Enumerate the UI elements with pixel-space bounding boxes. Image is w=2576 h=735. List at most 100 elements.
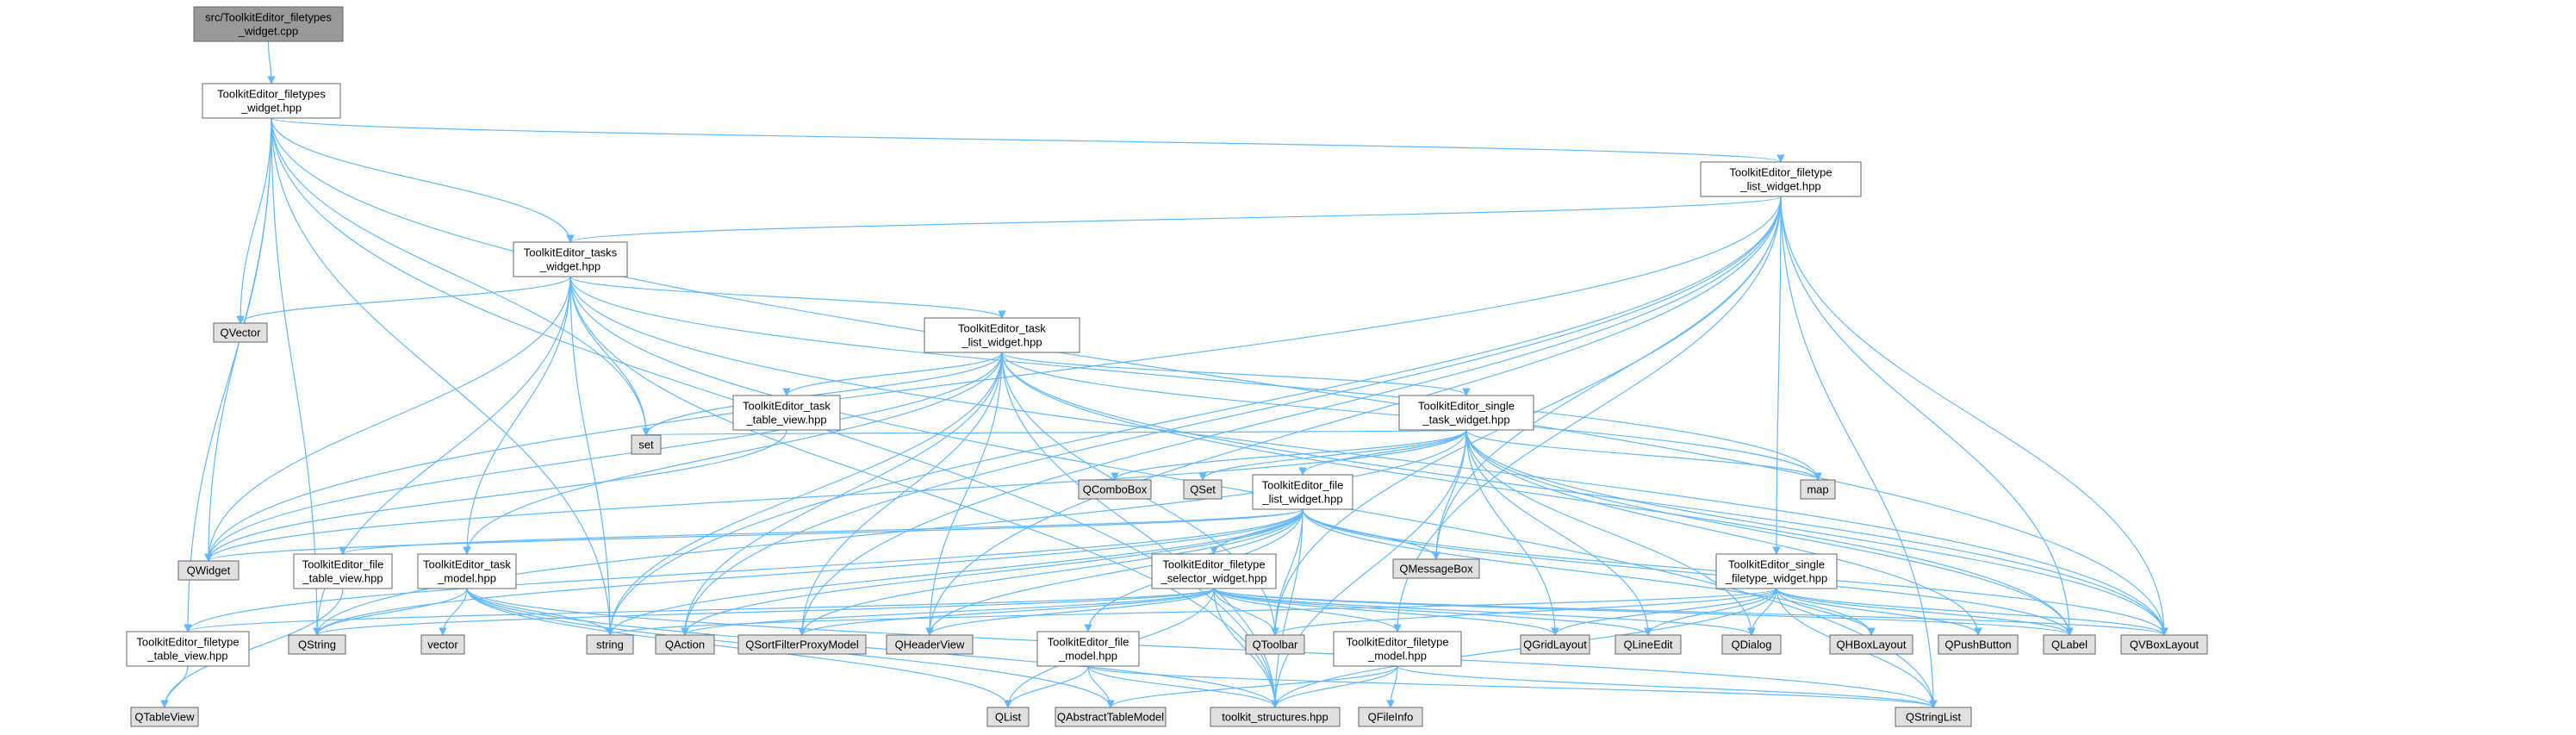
edge-n16-n34: [1213, 588, 2074, 636]
node-label-line: _filetype_widget.hpp: [1725, 572, 1828, 585]
node-toolkiteditor-filetype-selector-widget-hpp[interactable]: ToolkitEditor_filetype_selector_widget.h…: [1151, 553, 1277, 589]
edge-n3-n41: [569, 276, 1938, 708]
edge-n3-n39: [569, 276, 1279, 708]
node-toolkiteditor-file-model-hpp[interactable]: ToolkitEditor_file_model.hpp: [1036, 631, 1140, 667]
edge-n26-n37: [1004, 665, 1089, 708]
node-string[interactable]: string: [586, 634, 634, 655]
edge-n0-n1: [267, 40, 276, 84]
node-label-line: QFileInfo: [1368, 711, 1414, 724]
edge-n12-n17: [1302, 508, 1440, 560]
node-qtoolbar[interactable]: QToolbar: [1245, 634, 1305, 655]
node-box: [1715, 553, 1838, 589]
node-label-line: ToolkitEditor_task: [743, 400, 831, 413]
node-label-line: QLineEdit: [1623, 638, 1672, 651]
node-label-line: QMessageBox: [1399, 563, 1473, 576]
node-qaction[interactable]: QAction: [655, 634, 715, 655]
node-qsortfilterproxymodel[interactable]: QSortFilterProxyModel: [737, 634, 867, 655]
node-set[interactable]: set: [631, 434, 662, 455]
node-label-line: QComboBox: [1083, 483, 1148, 496]
node-qmessagebox[interactable]: QMessageBox: [1392, 558, 1480, 579]
edge-n12-n34: [1302, 508, 2074, 636]
node-label-line: ToolkitEditor_filetypes: [217, 88, 326, 101]
node-box: [1151, 553, 1277, 589]
node-box: [202, 83, 341, 119]
edge-n3-n8: [569, 276, 650, 436]
node-qstringlist[interactable]: QStringList: [1895, 707, 1972, 727]
node-qlineedit[interactable]: QLineEdit: [1615, 634, 1682, 655]
node-toolkiteditor-tasks-widget-hpp[interactable]: ToolkitEditor_tasks_widget.hpp: [513, 241, 628, 277]
node-box: [1829, 634, 1913, 655]
node-vector[interactable]: vector: [420, 634, 465, 655]
edge-n16-n39: [1213, 588, 1279, 708]
node-toolkiteditor-filetype-model-hpp[interactable]: ToolkitEditor_filetype_model.hpp: [1333, 631, 1462, 667]
edge-n16-n23: [681, 588, 1215, 636]
edge-n5-n13: [204, 352, 1003, 562]
node-box: [1055, 707, 1167, 727]
edge-n15-n22: [466, 588, 614, 636]
node-qtableview[interactable]: QTableView: [130, 707, 199, 727]
node-qwidget[interactable]: QWidget: [177, 560, 240, 581]
node-qheaderview[interactable]: QHeaderView: [886, 634, 974, 655]
node-qpushbutton[interactable]: QPushButton: [1938, 634, 2019, 655]
node-toolkiteditor-single-task-widget-hpp[interactable]: ToolkitEditor_single_task_widget.hpp: [1398, 395, 1534, 431]
node-map[interactable]: map: [1800, 479, 1836, 500]
node-toolkiteditor-file-list-widget-hpp[interactable]: ToolkitEditor_file_list_widget.hpp: [1252, 474, 1353, 510]
node-label-line: string: [596, 638, 624, 651]
node-qlist[interactable]: QList: [986, 707, 1030, 727]
node-qcombobox[interactable]: QComboBox: [1078, 479, 1152, 500]
node-box: [1183, 479, 1223, 500]
edge-n12-n14: [339, 508, 1304, 555]
node-label-line: ToolkitEditor_single: [1728, 558, 1825, 571]
node-qgridlayout[interactable]: QGridLayout: [1520, 634, 1590, 655]
node-toolkit-structures-hpp[interactable]: toolkit_structures.hpp: [1210, 707, 1341, 727]
edge-n2-n41: [1780, 196, 1938, 708]
edge-n1-n8: [271, 117, 650, 436]
edge-n15-n37: [466, 588, 1012, 708]
node-label-line: _table_view.hpp: [302, 572, 383, 585]
node-toolkiteditor-file-table-view-hpp[interactable]: ToolkitEditor_file_table_view.hpp: [293, 553, 393, 589]
node-box: [1520, 634, 1590, 655]
file-nodes: src/ToolkitEditor_filetypes_widget.cppTo…: [126, 6, 2208, 727]
edge-n12-n25: [925, 508, 1304, 636]
node-toolkiteditor-task-model-hpp[interactable]: ToolkitEditor_task_model.hpp: [417, 553, 517, 589]
node-qvboxlayout[interactable]: QVBoxLayout: [2120, 634, 2208, 655]
node-qabstracttablemodel[interactable]: QAbstractTableModel: [1055, 707, 1167, 727]
edge-n5-n8: [642, 352, 1003, 436]
edge-n18-n29: [1551, 588, 1777, 636]
edge-n16-n19: [184, 588, 1215, 632]
node-qhboxlayout[interactable]: QHBoxLayout: [1829, 634, 1913, 655]
edge-n15-n20: [313, 588, 468, 636]
edge-n12-n24: [798, 508, 1304, 636]
edge-n16-n24: [798, 588, 1215, 636]
node-label-line: _model.hpp: [437, 572, 496, 585]
edge-n1-n2: [271, 117, 1785, 163]
node-toolkiteditor-task-table-view-hpp[interactable]: ToolkitEditor_task_table_view.hpp: [732, 395, 841, 431]
node-src-toolkiteditor-filetypes-widget-cpp[interactable]: src/ToolkitEditor_filetypes_widget.cpp: [193, 6, 344, 42]
edge-n14-n36: [160, 588, 344, 708]
edge-n28-n39: [1271, 665, 1398, 708]
node-qfileinfo[interactable]: QFileInfo: [1358, 707, 1423, 727]
edge-n12-n20: [313, 508, 1304, 636]
node-label-line: QToolbar: [1253, 638, 1298, 651]
edge-n1-n4: [236, 117, 272, 324]
node-qset[interactable]: QSet: [1183, 479, 1223, 500]
node-qvector[interactable]: QVector: [213, 322, 268, 343]
node-qlabel[interactable]: QLabel: [2043, 634, 2096, 655]
node-toolkiteditor-single-filetype-widget-hpp[interactable]: ToolkitEditor_single_filetype_widget.hpp: [1715, 553, 1838, 589]
node-qdialog[interactable]: QDialog: [1721, 634, 1782, 655]
node-label-line: src/ToolkitEditor_filetypes: [205, 11, 332, 24]
node-box: [924, 317, 1080, 353]
edge-n1-n19: [184, 117, 272, 632]
node-label-line: QAction: [665, 638, 705, 651]
edge-n18-n22: [606, 588, 1777, 636]
node-toolkiteditor-task-list-widget-hpp[interactable]: ToolkitEditor_task_list_widget.hpp: [924, 317, 1080, 353]
node-toolkiteditor-filetype-list-widget-hpp[interactable]: ToolkitEditor_filetype_list_widget.hpp: [1700, 161, 1862, 197]
node-toolkiteditor-filetypes-widget-hpp[interactable]: ToolkitEditor_filetypes_widget.hpp: [202, 83, 341, 119]
node-label-line: _table_view.hpp: [146, 650, 227, 663]
edge-n7-n35: [1465, 429, 2168, 636]
node-label-line: _list_widget.hpp: [1261, 493, 1342, 506]
node-qstring[interactable]: QString: [288, 634, 346, 655]
node-toolkiteditor-filetype-table-view-hpp[interactable]: ToolkitEditor_filetype_table_view.hpp: [126, 631, 250, 667]
edge-n7-n17: [1432, 429, 1467, 560]
